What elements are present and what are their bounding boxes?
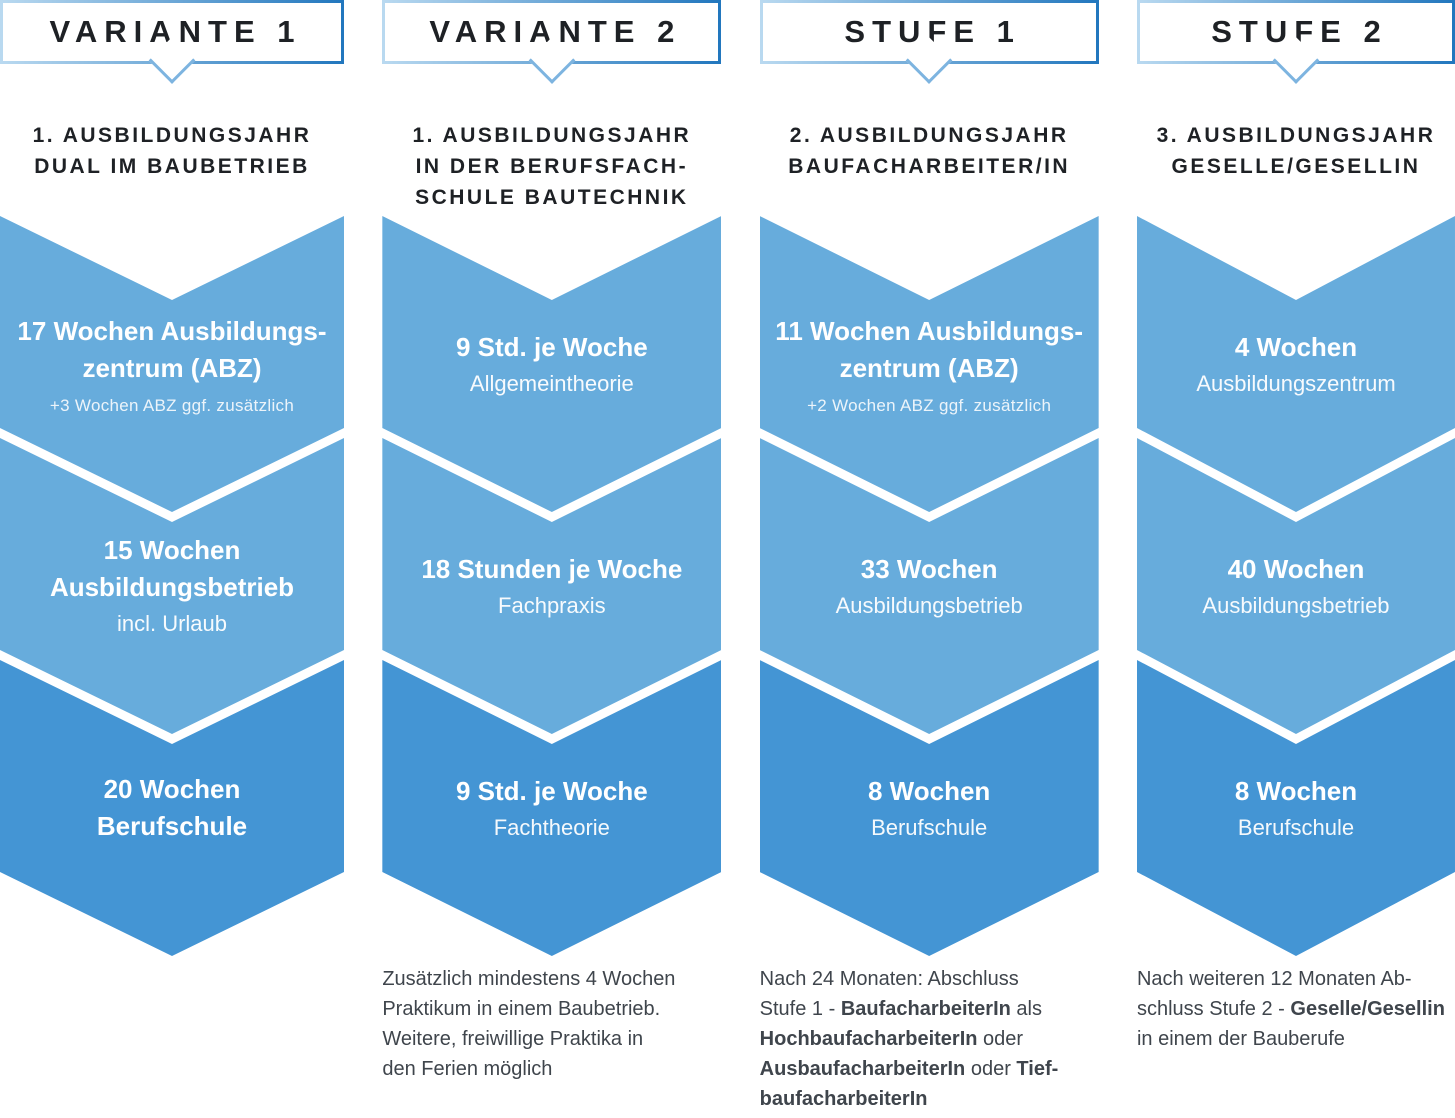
chevron-note: +2 Wochen ABZ ggf. zusätzlich: [807, 395, 1052, 415]
footnote-line: Weitere, freiwillige Praktika in: [382, 1028, 644, 1050]
footnote-line: AusbaufacharbeiterIn oder Tief-: [759, 1058, 1059, 1080]
column-subtitle: 1. AUSBILDUNGSJAHR DUAL IM BAUBETRIEB: [32, 124, 312, 178]
footnote-line: HochbaufacharbeiterIn oder: [759, 1028, 1024, 1050]
column-subtitle: 2. AUSBILDUNGSJAHR BAUFACHARBEITER/IN: [788, 124, 1071, 178]
footnote-line: baufacharbeiterIn: [759, 1088, 928, 1110]
chevron-title: 4 Wochen: [1234, 331, 1358, 362]
column-footnote: Nach weiteren 12 Monaten Ab-schluss Stuf…: [1137, 964, 1455, 1054]
chevron-title: 17 Wochen Ausbildungs- zentrum (ABZ): [17, 315, 327, 383]
chevron-title: 9 Std. je Woche: [455, 331, 648, 362]
chevron-title: 11 Wochen Ausbildungs- zentrum (ABZ): [775, 315, 1083, 383]
footnote-line: Stufe 1 - BaufacharbeiterIn als: [759, 998, 1042, 1020]
footnote-line: Praktikum in einem Baubetrieb.: [382, 998, 661, 1020]
chevron-title: 33 Wochen: [860, 553, 998, 584]
footnote-line: den Ferien möglich: [382, 1058, 553, 1080]
column: STUFE 2 3. AUSBILDUNGSJAHR GESELLE/GESEL…: [1136, 0, 1455, 1118]
column-badge: STUFE 1: [759, 0, 1099, 84]
column-subtitle: 1. AUSBILDUNGSJAHR IN DER BERUFSFACH- SC…: [412, 124, 692, 209]
chevron-subtext: Ausbildungszentrum: [1196, 370, 1396, 396]
chevron-subtext: Berufschule: [871, 814, 988, 840]
chevron-stack: 4 Wochen Ausbildungszentrum 40 Wochen Au…: [1137, 216, 1455, 956]
footnote-line: Nach weiteren 12 Monaten Ab-: [1136, 968, 1412, 990]
chevron-title: 9 Std. je Woche: [455, 775, 648, 806]
column-badge: VARIANTE 2: [382, 0, 722, 84]
chevron-subtext: Ausbildungsbetrieb: [835, 592, 1023, 618]
chevron-title: 8 Wochen: [1234, 775, 1358, 806]
chevron-subtext: Ausbildungsbetrieb: [1202, 592, 1390, 618]
column: VARIANTE 1 1. AUSBILDUNGSJAHR DUAL IM BA…: [0, 0, 344, 1118]
column: STUFE 1 2. AUSBILDUNGSJAHR BAUFACHARBEIT…: [759, 0, 1099, 1118]
footnote-line: in einem der Bauberufe: [1136, 1028, 1345, 1050]
chevron-note: +3 Wochen ABZ ggf. zusätzlich: [49, 395, 295, 415]
chevron-stack: 11 Wochen Ausbildungs- zentrum (ABZ) +2 …: [760, 216, 1099, 956]
chevron-subtext: incl. Urlaub: [116, 611, 228, 636]
footnote-line: Zusätzlich mindestens 4 Wochen: [382, 968, 676, 990]
chevron-stack: 17 Wochen Ausbildungs- zentrum (ABZ) +3 …: [0, 216, 344, 956]
column: VARIANTE 2 1. AUSBILDUNGSJAHR IN DER BER…: [382, 0, 722, 1118]
chevron-subtext: Fachtheorie: [493, 814, 610, 840]
chevron-title: 20 Wochen Berufschule: [96, 774, 248, 841]
chevron-subtext: Berufschule: [1237, 814, 1355, 840]
footnote-line: Nach 24 Monaten: Abschluss: [759, 968, 1019, 990]
chevron-title: 40 Wochen: [1227, 553, 1365, 584]
chevron-subtext: Fachpraxis: [498, 592, 606, 618]
chevron-title: 8 Wochen: [867, 775, 991, 806]
chevron-title: 15 Wochen Ausbildungsbetrieb: [49, 535, 295, 602]
chevron-title: 18 Stunden je Woche: [421, 553, 683, 584]
column-subtitle: 3. AUSBILDUNGSJAHR GESELLE/GESELLIN: [1156, 124, 1436, 178]
chevron-subtext: Allgemeintheorie: [469, 370, 634, 396]
chevron-stack: 9 Std. je Woche Allgemeintheorie 18 Stun…: [382, 216, 721, 956]
footnote-line: schluss Stufe 2 - Geselle/Gesellin: [1136, 998, 1445, 1020]
column-badge: VARIANTE 1: [0, 0, 344, 84]
column-badge: STUFE 2: [1136, 0, 1455, 84]
